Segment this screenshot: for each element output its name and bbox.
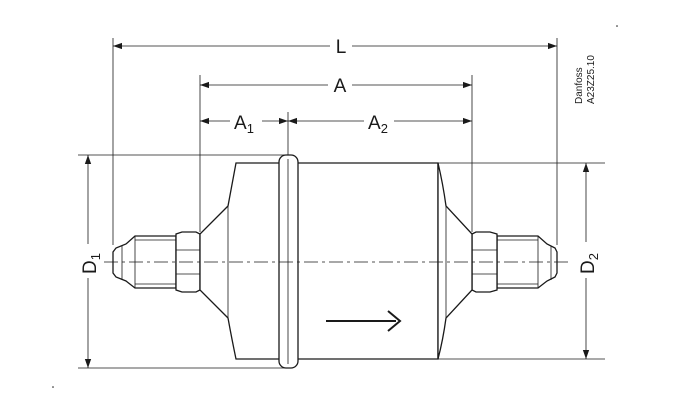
- label-A: A: [334, 76, 347, 97]
- flow-direction-arrow: [326, 310, 402, 332]
- brand-name: Danfoss: [574, 67, 585, 104]
- brand-code: Danfoss A23Z25.10: [574, 55, 597, 104]
- label-D1: D1: [80, 253, 103, 274]
- dimension-A2: A2: [288, 113, 472, 136]
- filter-shell: [199, 162, 473, 360]
- extension-lines: [78, 38, 605, 369]
- weld-ring: [278, 154, 299, 369]
- dimension-D2: D2: [578, 163, 601, 359]
- dimension-A1: A1: [200, 113, 288, 136]
- label-D2: D2: [578, 253, 601, 274]
- speck: [52, 386, 54, 388]
- dimension-D1: D1: [80, 155, 103, 368]
- dimension-A: A: [200, 76, 472, 97]
- left-flare-fitting: [112, 231, 201, 293]
- label-A2: A2: [368, 113, 388, 136]
- dimension-L: L: [113, 37, 557, 58]
- speck: [616, 25, 618, 27]
- drawing-code: A23Z25.10: [586, 55, 597, 104]
- label-L: L: [336, 37, 347, 58]
- label-A1: A1: [234, 113, 254, 136]
